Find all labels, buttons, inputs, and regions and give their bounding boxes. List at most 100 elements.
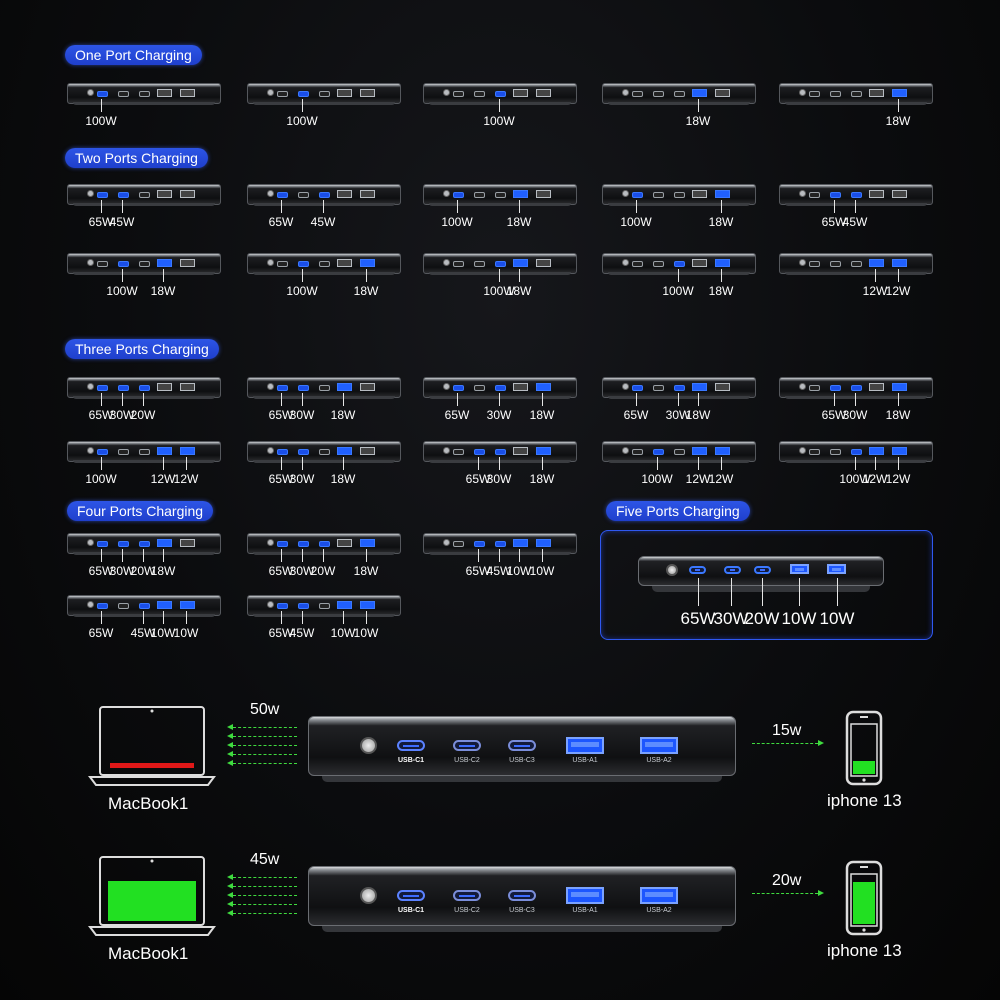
port-c3-icon [318, 449, 330, 455]
power-label: 100W [85, 472, 117, 486]
port-c2-icon [652, 449, 664, 455]
arrow-head [227, 760, 233, 766]
charge-arrow [233, 877, 297, 878]
port-a1-icon [691, 383, 707, 391]
port-a2-icon [640, 887, 678, 904]
port-c1-icon [96, 385, 108, 391]
port-c2-icon [829, 261, 841, 267]
connector-line [542, 549, 543, 562]
power-label: 65W [268, 408, 294, 422]
port-c2-icon [117, 449, 129, 455]
power-button [87, 89, 94, 96]
hub-foot [429, 460, 571, 463]
hub-three_ports [779, 441, 933, 463]
connector-line [101, 200, 102, 213]
power-button [267, 601, 274, 608]
port-a1-icon [156, 601, 172, 609]
port-label: USB-C1 [397, 757, 425, 764]
port-c2-icon [652, 261, 664, 267]
connector-line [163, 549, 164, 562]
arrow-head [227, 910, 233, 916]
port-c1-icon [808, 449, 820, 455]
port-a2-icon [179, 447, 195, 455]
charge-arrow [233, 754, 297, 755]
power-label: 12W [150, 472, 176, 486]
port-a1-icon [566, 887, 604, 904]
power-button [622, 259, 629, 266]
hub-two_ports [779, 253, 933, 275]
port-c2-icon [297, 385, 309, 391]
port-label: USB-A2 [646, 907, 672, 914]
port-c2-icon [117, 91, 129, 97]
port-a2-icon [714, 447, 730, 455]
laptop-power-label: 45w [250, 851, 280, 868]
connector-line [721, 200, 722, 213]
port-a2-icon [359, 190, 375, 198]
power-button [799, 447, 806, 454]
power-label: 18W [529, 408, 555, 422]
port-c2-icon [453, 890, 481, 901]
port-a1-icon [512, 383, 528, 391]
connector-line [898, 457, 899, 470]
connector-line [855, 200, 856, 213]
connector-line [499, 549, 500, 562]
power-label: 100W [106, 284, 138, 298]
port-a1-icon [156, 447, 172, 455]
port-c1-icon [96, 449, 108, 455]
port-label: USB-C3 [509, 907, 535, 914]
port-c2-icon [297, 192, 309, 198]
port-c2-icon [829, 385, 841, 391]
hub-foot [608, 203, 750, 206]
port-a2-icon [179, 539, 195, 547]
power-label: 10W [330, 626, 356, 640]
power-button [443, 447, 450, 454]
hub-three_ports [67, 377, 221, 399]
power-label: 20W [310, 564, 336, 578]
connector-line [281, 549, 282, 562]
connector-line [855, 393, 856, 406]
hub-one_port [247, 83, 401, 105]
port-a2-icon [535, 190, 551, 198]
laptop-icon [88, 705, 216, 787]
port-a2-icon [179, 601, 195, 609]
connector-line [143, 393, 144, 406]
connector-line [163, 457, 164, 470]
port-c1-icon [276, 603, 288, 609]
connector-line [281, 611, 282, 624]
charge-arrow [233, 727, 297, 728]
port-c2-icon [297, 91, 309, 97]
port-c3-icon [850, 91, 862, 97]
power-label: 12W [685, 472, 711, 486]
power-label: 30W [109, 408, 135, 422]
hub-foot [322, 926, 722, 932]
phone-label: iphone 13 [827, 791, 902, 810]
power-label: 10W [819, 609, 855, 628]
port-a2-icon [359, 539, 375, 547]
power-button [267, 259, 274, 266]
power-button [622, 190, 629, 197]
hub-two_ports [602, 253, 756, 275]
port-a1-icon [512, 539, 528, 547]
power-button [443, 190, 450, 197]
hub-foot [253, 102, 395, 105]
port-c1-icon [631, 385, 643, 391]
power-label: 18W [708, 284, 734, 298]
section-four-ports: Four Ports Charging [67, 501, 214, 521]
connector-line [542, 393, 543, 406]
hub-two_ports [247, 184, 401, 206]
power-label: 65W [88, 215, 114, 229]
hub-one_port [67, 83, 221, 105]
power-button [622, 89, 629, 96]
connector-line [678, 269, 679, 282]
connector-line [302, 611, 303, 624]
port-c1-icon [452, 91, 464, 97]
power-label: 65W [88, 408, 114, 422]
port-c1-icon [276, 261, 288, 267]
power-label: 100W [620, 215, 652, 229]
port-c2-icon [117, 385, 129, 391]
port-c3-icon [318, 192, 330, 198]
connector-line [366, 611, 367, 624]
port-a2-icon [891, 447, 907, 455]
hub-two_ports [247, 253, 401, 275]
